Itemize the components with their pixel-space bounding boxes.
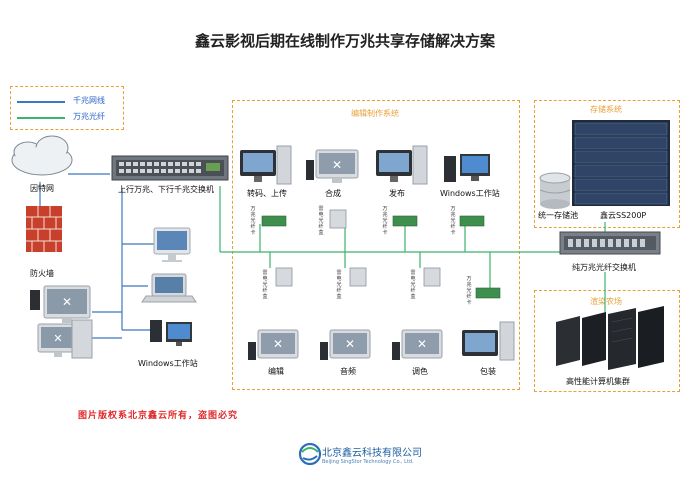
station-publish-label: 发布 — [389, 189, 405, 198]
fiber-switch-icon — [559, 231, 661, 255]
fiber-line-swatch — [17, 117, 65, 119]
left-windows-workstation-label: Windows工作站 — [138, 359, 198, 368]
converter-box-icon — [349, 267, 367, 287]
core-switch-icon — [111, 155, 229, 181]
converter-boxes — [275, 209, 441, 287]
station-transcode-icon — [240, 145, 292, 185]
converter-box-icon — [275, 267, 293, 287]
editing-system-title: 编辑制作系统 — [351, 109, 399, 118]
storage-model-label: 鑫云SS200P — [600, 211, 647, 220]
station-audio-label: 音频 — [340, 367, 356, 376]
fiber-card-label: 万兆光纤卡 — [450, 206, 456, 236]
compute-cluster-label: 高性能计算机集群 — [566, 377, 630, 386]
company-name-en: Beijing SingStor Technology Co., Ltd. — [322, 459, 414, 465]
station-transcode-label: 转码、上传 — [247, 189, 287, 198]
left-mac-workstation-2: ✕ — [37, 319, 93, 359]
fiber-card-icon — [459, 215, 485, 227]
fiber-card-icon — [475, 287, 501, 299]
company-name: 北京鑫云科技有限公司 — [322, 448, 422, 459]
station-editing-icon: ✕ — [248, 329, 299, 360]
svg-text:✕: ✕ — [62, 295, 72, 309]
converter-box-icon — [423, 267, 441, 287]
gigabit-links — [39, 173, 155, 339]
station-windows-label: Windows工作站 — [440, 189, 500, 198]
company-logo-icon — [298, 442, 322, 466]
legend-fiber-label: 万兆光纤 — [73, 112, 105, 121]
compute-cluster-icon — [556, 306, 664, 370]
editing-system-box — [232, 100, 520, 390]
left-windows-workstation-icon — [150, 320, 192, 346]
converter-label: 雷电光纤盒 — [318, 206, 324, 236]
converter-box-icon — [329, 209, 347, 229]
laptop-icon — [141, 273, 197, 303]
left-mac-workstation-1: ✕ — [30, 285, 91, 323]
imac-icon — [153, 227, 191, 262]
converter-label: 雷电光纤盒 — [336, 270, 342, 300]
station-packaging-icon — [462, 321, 515, 361]
fiber-card-label: 万兆光纤卡 — [250, 206, 256, 236]
svg-text:✕: ✕ — [273, 337, 283, 351]
station-windows-icon — [444, 154, 490, 182]
firewall-label: 防火墙 — [30, 269, 54, 278]
render-farm-box — [534, 290, 680, 392]
station-packaging-label: 包装 — [480, 367, 496, 376]
station-grading-label: 调色 — [412, 367, 428, 376]
core-switch-label: 上行万兆、下行千兆交换机 — [118, 185, 214, 194]
storage-system-title: 存储系统 — [590, 105, 622, 114]
fiber-card-icon — [261, 215, 287, 227]
gigabit-line-swatch — [17, 101, 65, 103]
station-publish-icon — [376, 145, 428, 185]
station-grading-icon: ✕ — [392, 329, 443, 360]
fiber-cards — [261, 215, 501, 299]
station-compositing-label: 合成 — [325, 189, 341, 198]
cloud-icon — [11, 135, 73, 176]
storage-system-box — [534, 100, 680, 228]
svg-text:✕: ✕ — [53, 332, 62, 345]
internet-label: 因特网 — [30, 184, 54, 193]
station-compositing-icon: ✕ — [306, 149, 359, 183]
legend-gigabit: 千兆网线 — [17, 95, 117, 109]
copyright-notice: 图片版权系北京鑫云所有，盗图必究 — [78, 411, 239, 421]
svg-text:✕: ✕ — [417, 337, 427, 351]
legend: 千兆网线 万兆光纤 — [10, 86, 124, 130]
svg-text:✕: ✕ — [332, 158, 342, 172]
legend-gigabit-label: 千兆网线 — [73, 96, 105, 105]
station-audio-icon: ✕ — [320, 329, 371, 360]
converter-label: 雷电光纤盒 — [410, 270, 416, 300]
firewall-icon — [26, 206, 62, 252]
svg-text:✕: ✕ — [345, 337, 355, 351]
storage-pool-label: 统一存储池 — [538, 211, 578, 220]
storage-pool-icon — [539, 172, 571, 209]
page-title: 鑫云影视后期在线制作万兆共享存储解决方案 — [194, 32, 495, 50]
fiber-card-label: 万兆光纤卡 — [466, 276, 472, 306]
station-editing-label: 编辑 — [268, 367, 284, 376]
storage-server-icon — [572, 120, 670, 206]
fiber-card-label: 万兆光纤卡 — [382, 206, 388, 236]
render-farm-title: 渲染农场 — [590, 297, 622, 306]
fiber-card-icon — [392, 215, 418, 227]
legend-fiber: 万兆光纤 — [17, 111, 117, 125]
converter-label: 雷电光纤盒 — [262, 270, 268, 300]
fiber-switch-label: 纯万兆光纤交换机 — [572, 263, 636, 272]
fiber-links — [219, 186, 606, 318]
